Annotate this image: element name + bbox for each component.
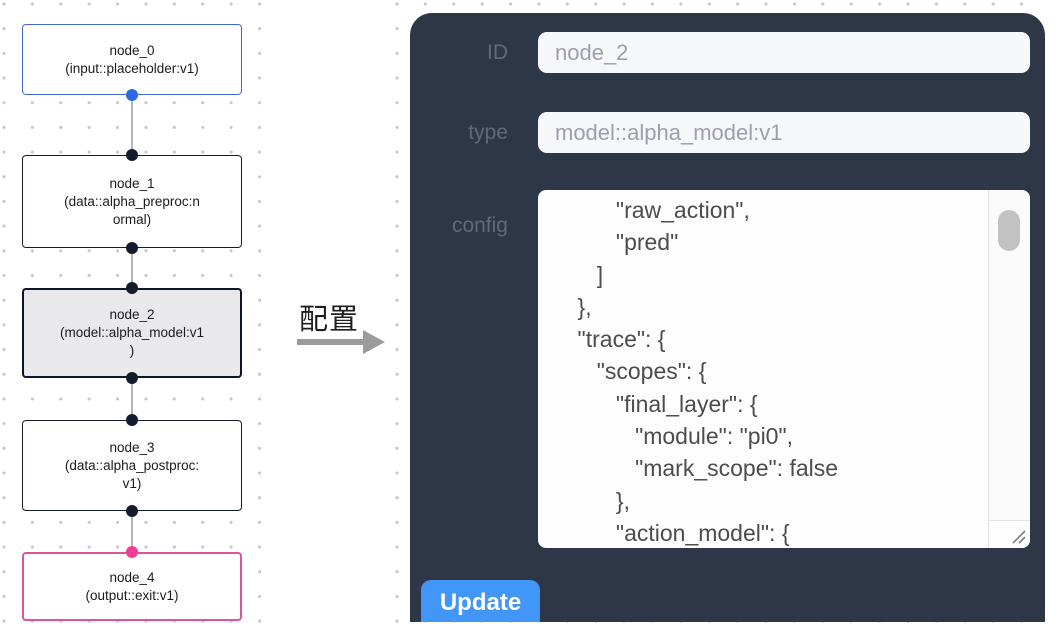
config-json-content[interactable]: "raw_action", "pred" ] }, "trace": { "sc…: [577, 197, 839, 546]
edge-node2-node3: [131, 378, 133, 420]
node1-source-handle[interactable]: [126, 242, 138, 254]
node0-source-handle[interactable]: [126, 89, 138, 101]
right-arrow-head-icon: [363, 330, 385, 354]
config-scrollbar-track[interactable]: [988, 190, 1030, 520]
flow-node-node_2-selected[interactable]: node_2 (model::alpha_model:v1 ): [22, 288, 242, 378]
resize-grip-icon[interactable]: [1009, 527, 1027, 545]
node-subtitle: (input::placeholder:v1): [65, 60, 199, 76]
edge-node0-node1: [131, 95, 133, 155]
node-subtitle: v1): [122, 475, 142, 491]
node-title: node_2: [109, 307, 155, 322]
flow-canvas: node_0 (input::placeholder:v1) node_1 (d…: [0, 0, 272, 643]
id-field-label: ID: [487, 41, 508, 64]
right-arrow-icon: [297, 339, 363, 345]
edge-node1-node2: [131, 248, 133, 288]
node-subtitle: (data::alpha_postproc:: [64, 457, 200, 473]
config-field-label: config: [451, 214, 508, 237]
node-subtitle: (data::alpha_preproc:n: [64, 193, 200, 209]
flow-node-node_0[interactable]: node_0 (input::placeholder:v1): [22, 24, 242, 95]
node-title: node_0: [109, 42, 155, 58]
update-button[interactable]: Update: [421, 580, 540, 622]
node-title: node_4: [109, 569, 155, 585]
node-subtitle: ): [129, 343, 135, 358]
node-subtitle: ormal): [112, 211, 152, 227]
flow-node-node_4[interactable]: node_4 (output::exit:v1): [22, 552, 242, 621]
node3-target-handle[interactable]: [126, 414, 138, 426]
node4-target-handle[interactable]: [126, 546, 138, 558]
configure-label: 配置: [299, 304, 360, 336]
config-textarea[interactable]: "raw_action", "pred" ] }, "trace": { "sc…: [538, 190, 1030, 548]
node2-target-handle[interactable]: [126, 282, 138, 294]
panel-backdrop: ID type config "raw_action", "pred" ] },…: [393, 0, 1045, 643]
node-config-panel: ID type config "raw_action", "pred" ] },…: [410, 13, 1045, 622]
node3-source-handle[interactable]: [126, 505, 138, 517]
config-scrollbar-thumb[interactable]: [998, 210, 1020, 251]
flow-node-node_1[interactable]: node_1 (data::alpha_preproc:n ormal): [22, 155, 242, 248]
node-subtitle: (output::exit:v1): [85, 587, 179, 603]
node-subtitle: (model::alpha_model:v1: [59, 325, 205, 340]
flow-node-node_3[interactable]: node_3 (data::alpha_postproc: v1): [22, 420, 242, 511]
type-field-label: type: [468, 121, 508, 144]
node-title: node_3: [109, 439, 155, 455]
id-input[interactable]: [538, 32, 1030, 73]
config-resize-corner: [988, 520, 1030, 548]
node1-target-handle[interactable]: [126, 149, 138, 161]
node-title: node_1: [109, 175, 155, 191]
type-input[interactable]: [538, 112, 1030, 153]
node2-source-handle[interactable]: [126, 372, 138, 384]
edge-node3-node4: [131, 511, 133, 552]
